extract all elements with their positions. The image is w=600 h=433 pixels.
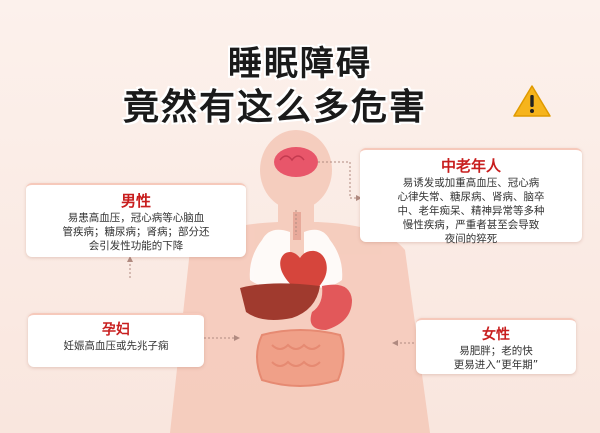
card-pregnant-text: 妊娠高血压或先兆子痫 <box>28 339 204 353</box>
card-elderly-line: 夜间的猝死 <box>444 233 498 245</box>
card-elderly-line: 心律失常、糖尿病、肾病、脑卒 <box>397 191 545 203</box>
card-elderly-heading: 中老年人 <box>440 157 501 175</box>
stomach-icon <box>310 284 352 330</box>
intestines-icon <box>256 329 345 387</box>
card-female-line: 更易进入“更年期” <box>453 359 539 371</box>
card-elderly-text: 易诱发或加重高血压、冠心病 心律失常、糖尿病、肾病、脑卒 中、老年痴呆、精神异常… <box>360 176 582 246</box>
card-elderly-line: 慢性疾病，严重者甚至会导致 <box>402 219 540 231</box>
card-pregnant-line: 妊娠高血压或先兆子痫 <box>63 340 169 352</box>
liver-icon <box>240 283 320 320</box>
brain-icon <box>274 147 318 177</box>
card-elderly-line: 中、老年痴呆、精神异常等多种 <box>397 205 545 217</box>
title-line-1: 睡眠障碍 <box>228 44 372 84</box>
card-female: 女性 易肥胖；老的快 更易进入“更年期” <box>416 318 576 374</box>
title-line-2: 竟然有这么多危害 <box>122 87 427 128</box>
trachea-icon <box>293 212 301 240</box>
card-male-text: 易患高血压，冠心病等心脑血 管疾病；糖尿病；肾病；部分还 会引发性功能的下降 <box>26 211 246 253</box>
card-male-line: 会引发性功能的下降 <box>88 240 184 252</box>
card-pregnant-heading: 孕妇 <box>102 322 130 338</box>
warning-triangle-icon <box>513 85 551 117</box>
card-male-line: 管疾病；糖尿病；肾病；部分还 <box>62 226 210 238</box>
card-elderly: 中老年人 易诱发或加重高血压、冠心病 心律失常、糖尿病、肾病、脑卒 中、老年痴呆… <box>360 148 582 245</box>
card-male: 男性 易患高血压，冠心病等心脑血 管疾病；糖尿病；肾病；部分还 会引发性功能的下… <box>26 183 246 257</box>
card-elderly-line: 易诱发或加重高血压、冠心病 <box>402 177 540 189</box>
connector-arrows <box>127 195 398 346</box>
card-male-line: 易患高血压，冠心病等心脑血 <box>67 212 205 224</box>
connector-lines <box>129 161 414 344</box>
card-female-text: 易肥胖；老的快 更易进入“更年期” <box>416 344 576 372</box>
card-female-line: 易肥胖；老的快 <box>459 345 533 357</box>
card-female-heading: 女性 <box>482 327 510 343</box>
card-male-heading: 男性 <box>120 192 151 210</box>
card-pregnant: 孕妇 妊娠高血压或先兆子痫 <box>28 313 204 367</box>
